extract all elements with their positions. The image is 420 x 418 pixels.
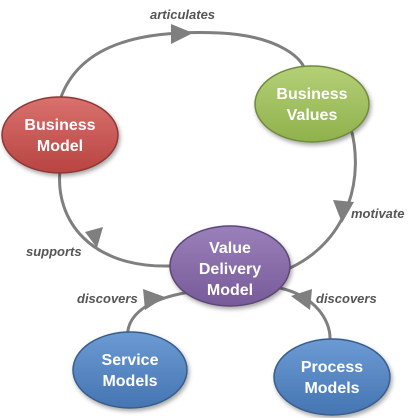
edge-label-discovers-right: discovers: [316, 291, 377, 306]
node-service-models: Service Models: [72, 331, 188, 409]
connector-motivate: [288, 123, 357, 270]
connector-supports: [58, 168, 172, 268]
node-business-model-shape: [1, 96, 119, 174]
arrowhead-articulates: [171, 24, 193, 44]
node-process-models-label-line2: Models: [304, 380, 359, 397]
node-value-delivery-model-label-line2: Delivery: [199, 261, 261, 278]
node-business-values-label-line2: Values: [287, 107, 338, 124]
node-service-models-label-line2: Models: [102, 373, 157, 390]
node-business-values: Business Values: [254, 65, 370, 143]
node-business-values-shape: [254, 65, 370, 143]
arrowhead-discovers-right: [291, 289, 312, 310]
node-business-model-label-line2: Model: [37, 138, 83, 155]
node-value-delivery-model-shape: [169, 225, 291, 307]
node-business-model: Business Model: [1, 96, 119, 174]
arrowhead-motivate: [333, 200, 354, 223]
node-business-values-label-line1: Business: [276, 86, 347, 103]
connector-articulates: [58, 31, 307, 102]
node-value-delivery-model-label-line3: Model: [207, 282, 253, 299]
arrowhead-supports: [85, 227, 103, 248]
edge-label-supports: supports: [26, 244, 82, 259]
edge-label-discovers-left: discovers: [77, 291, 138, 306]
edge-label-articulates: articulates: [150, 7, 215, 22]
node-service-models-shape: [72, 331, 188, 409]
node-service-models-label-line1: Service: [102, 352, 159, 369]
edge-label-motivate: motivate: [351, 206, 404, 221]
node-process-models-label-line1: Process: [301, 359, 363, 376]
node-process-models: Process Models: [273, 338, 391, 416]
arrowhead-discovers-left: [143, 289, 165, 310]
connector-discovers-right: [278, 286, 332, 340]
node-value-delivery-model-label-line1: Value: [209, 240, 251, 257]
node-business-model-label-line1: Business: [24, 117, 95, 134]
node-value-delivery-model: Value Delivery Model: [169, 225, 291, 307]
node-process-models-shape: [273, 338, 391, 416]
